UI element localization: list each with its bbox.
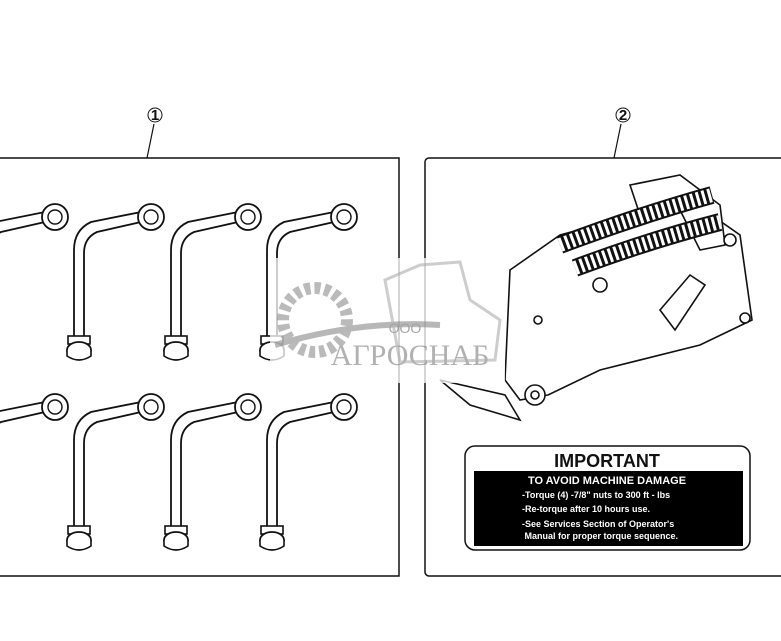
- callout-2: 2: [613, 107, 631, 159]
- u-bolt: [259, 393, 358, 551]
- u-bolt: [0, 393, 69, 551]
- svg-text:Manual for proper torque seque: Manual for proper torque sequence.: [522, 531, 678, 541]
- u-bolt: [163, 393, 262, 551]
- svg-text:ООО: ООО: [389, 320, 422, 336]
- u-bolt: [66, 393, 165, 551]
- spring-frame-drawing: [439, 174, 753, 422]
- callout-1: 1: [146, 107, 163, 159]
- svg-text:-Re-torque after 10 hours use.: -Re-torque after 10 hours use.: [522, 504, 650, 514]
- svg-text:IMPORTANT: IMPORTANT: [554, 451, 660, 471]
- important-decal: IMPORTANT TO AVOID MACHINE DAMAGE -Torqu…: [464, 445, 751, 551]
- svg-text:-Torque (4) -7/8" nuts to 300: -Torque (4) -7/8" nuts to 300 ft - lbs: [522, 490, 670, 500]
- svg-text:2: 2: [619, 107, 627, 124]
- svg-text:АГРОСНАБ: АГРОСНАБ: [331, 339, 490, 372]
- spring-assembly-panel: [424, 157, 781, 577]
- u-bolt: [0, 203, 69, 361]
- agrosnab-watermark-logo: ООО АГРОСНАБ: [270, 258, 505, 383]
- svg-text:1: 1: [151, 107, 159, 124]
- bolt-row-bottom: [0, 393, 358, 551]
- svg-text:TO AVOID MACHINE DAMAGE: TO AVOID MACHINE DAMAGE: [528, 475, 686, 487]
- spring-coils: [556, 186, 723, 277]
- u-bolt: [163, 203, 262, 361]
- svg-text:-See Services Section of Oper: -See Services Section of Operator's: [522, 519, 674, 529]
- u-bolt: [66, 203, 165, 361]
